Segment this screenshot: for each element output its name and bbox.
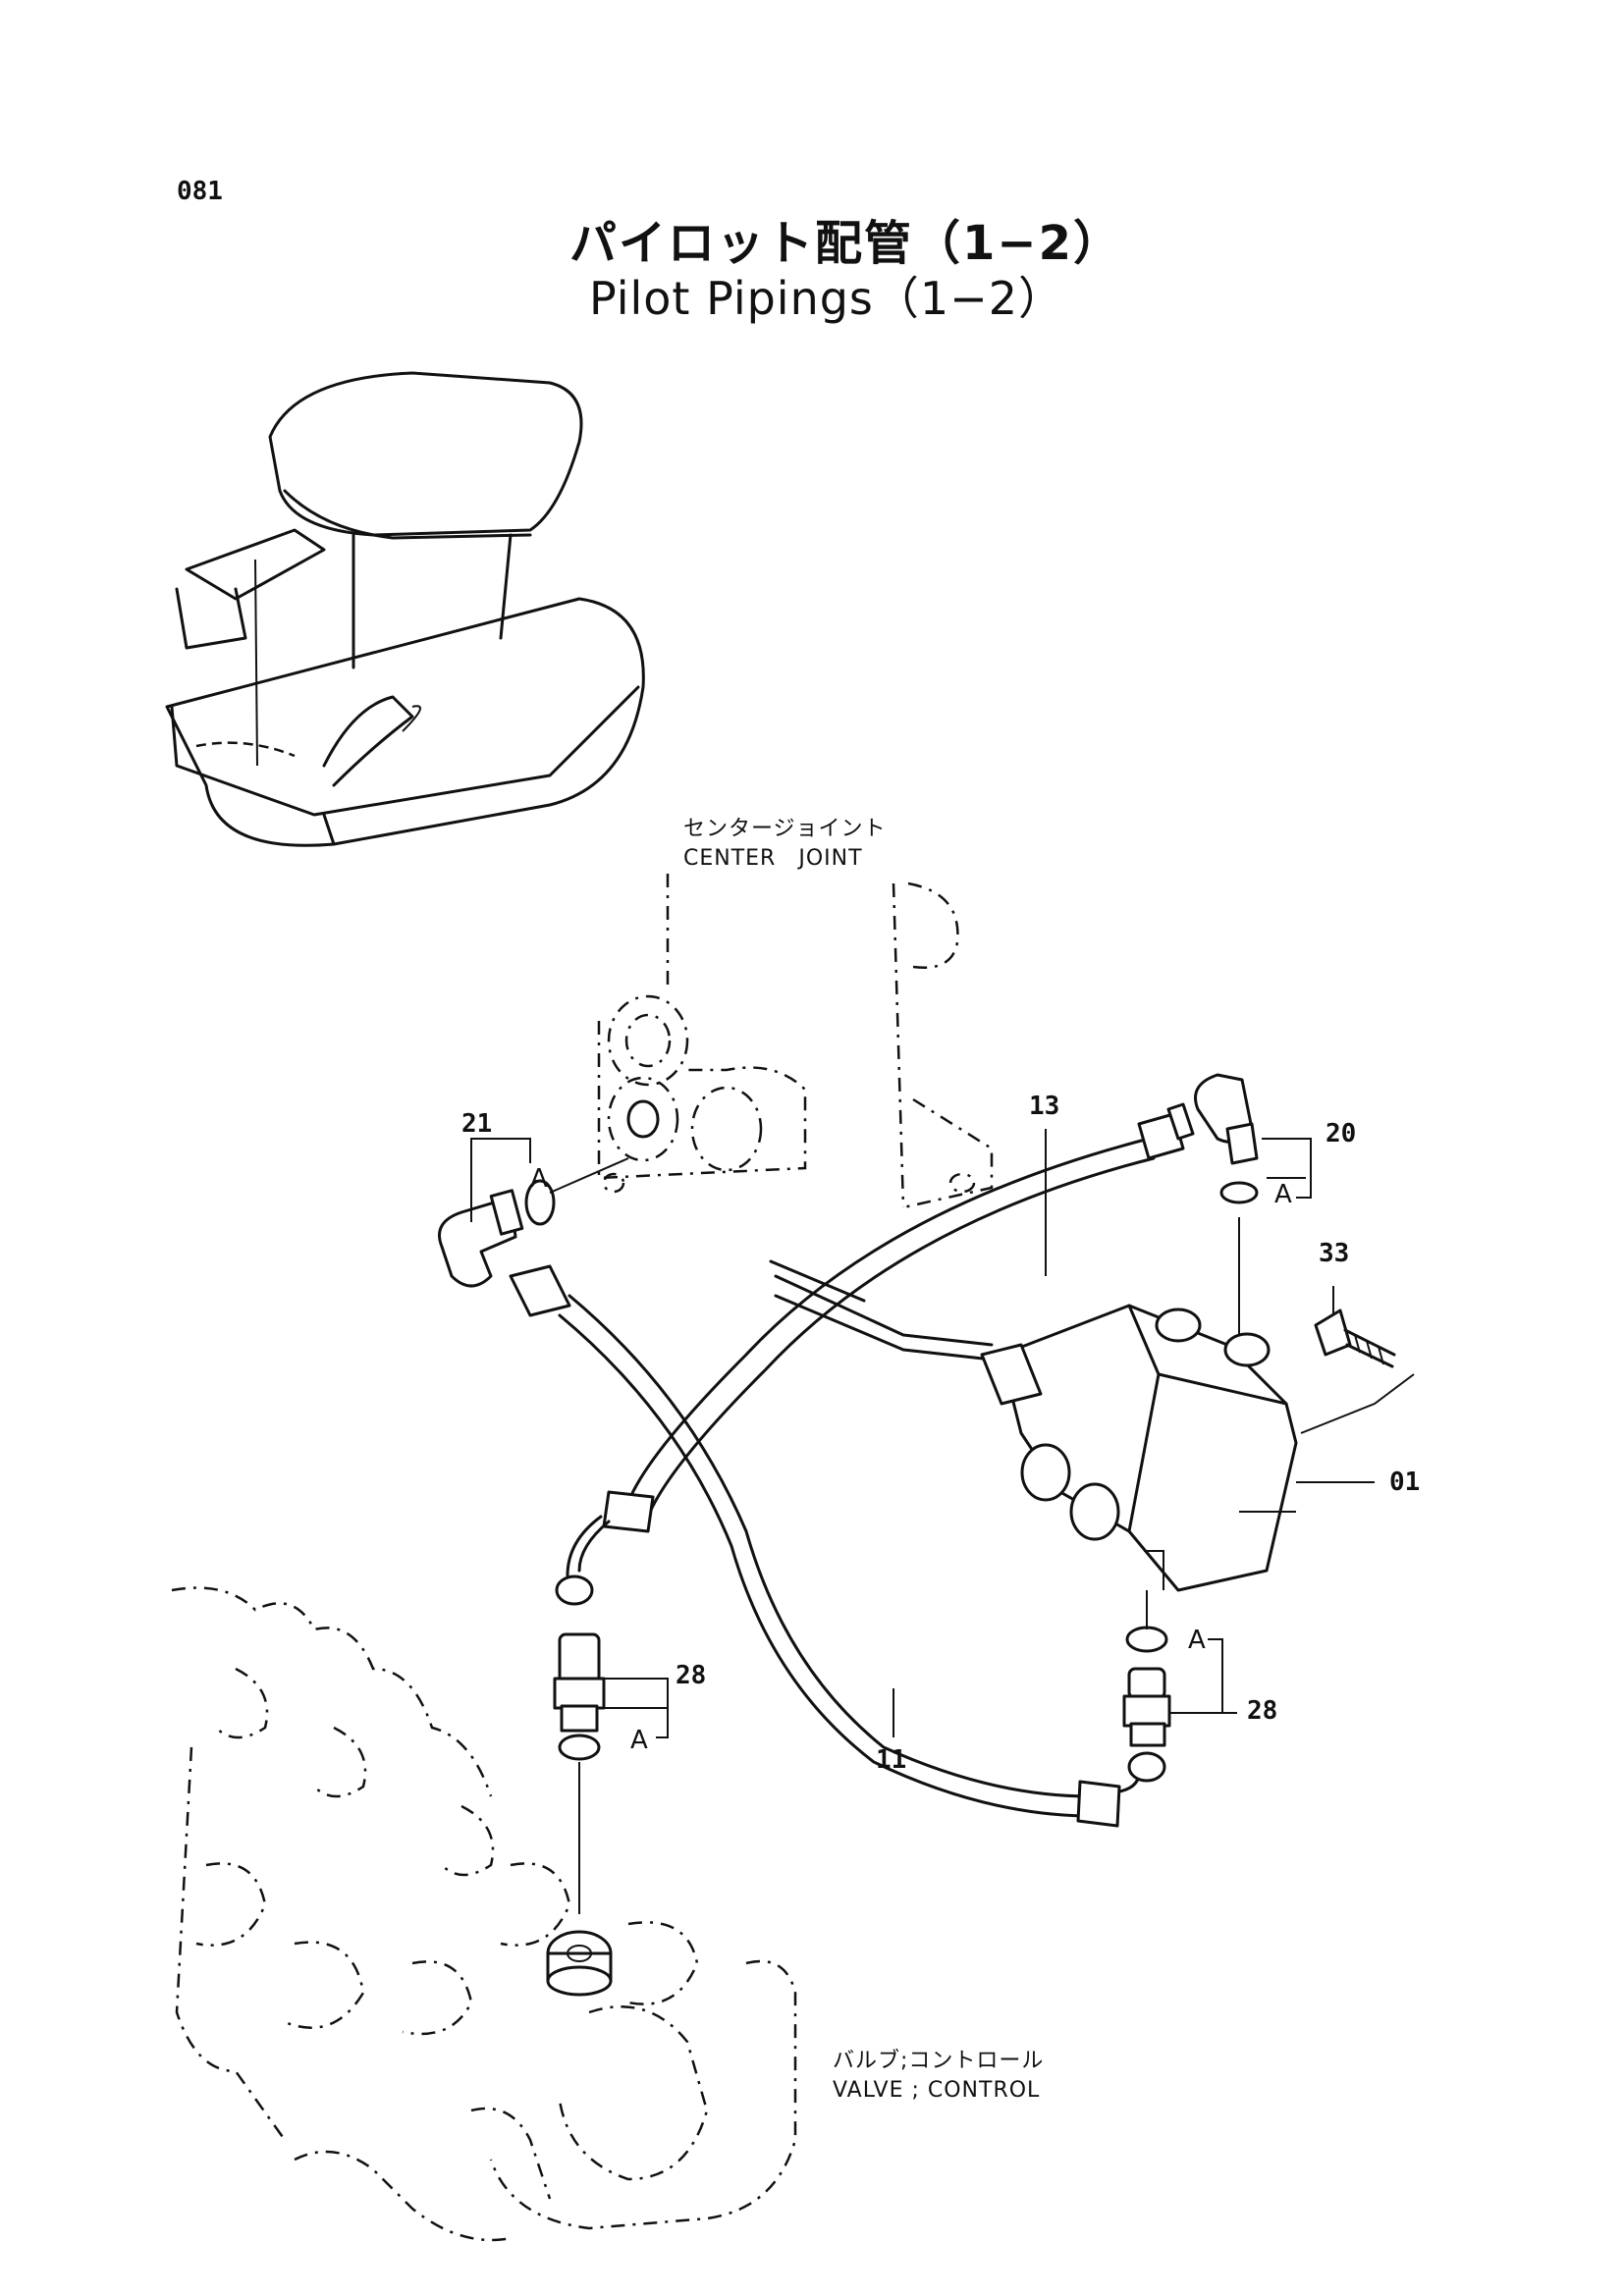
elbow-fitting-20	[1194, 1073, 1259, 1335]
callout-01: 01	[1389, 1468, 1421, 1497]
connector-28-left	[553, 1632, 606, 1914]
callout-28-right: 28	[1247, 1696, 1278, 1726]
ref-a-20: A	[1274, 1180, 1292, 1209]
hose-13	[555, 1102, 1195, 1606]
callout-33: 33	[1319, 1239, 1350, 1268]
callout-13: 13	[1029, 1092, 1060, 1121]
center-joint-label: センタージョイント CENTER JOINT	[683, 815, 887, 874]
control-valve-label-japanese: バルブ;コントロール	[833, 2049, 1045, 2073]
callout-28-left: 28	[676, 1661, 707, 1690]
callout-20: 20	[1325, 1119, 1357, 1148]
control-valve-label: バルブ;コントロール VALVE ; CONTROL	[833, 2047, 1044, 2106]
ref-a-28-left: A	[630, 1726, 648, 1755]
center-joint-label-japanese: センタージョイント	[683, 817, 887, 841]
ref-a-28-right: A	[1188, 1626, 1206, 1655]
callout-21: 21	[461, 1109, 493, 1139]
hose-11	[509, 1264, 1166, 1828]
solenoid-valve-01	[769, 1259, 1415, 1629]
page-title-japanese: パイロット配管（1−2）	[569, 216, 1123, 271]
leader-lines	[470, 1129, 1375, 1738]
page-number: 081	[177, 177, 223, 206]
elbow-fitting-21	[438, 1157, 629, 1288]
machine-overview	[165, 371, 645, 847]
control-valve-drawing	[171, 1586, 797, 2242]
bolt-33	[1314, 1308, 1396, 1368]
control-valve-label-english: VALVE ; CONTROL	[833, 2078, 1041, 2103]
page-title-english: Pilot Pipings（1−2）	[589, 272, 1064, 325]
connector-28-right	[1122, 1626, 1171, 1747]
callout-11: 11	[876, 1745, 907, 1775]
center-joint-label-english: CENTER JOINT	[683, 846, 863, 871]
center-joint-drawing	[597, 874, 994, 1209]
ref-a-21: A	[530, 1164, 548, 1194]
